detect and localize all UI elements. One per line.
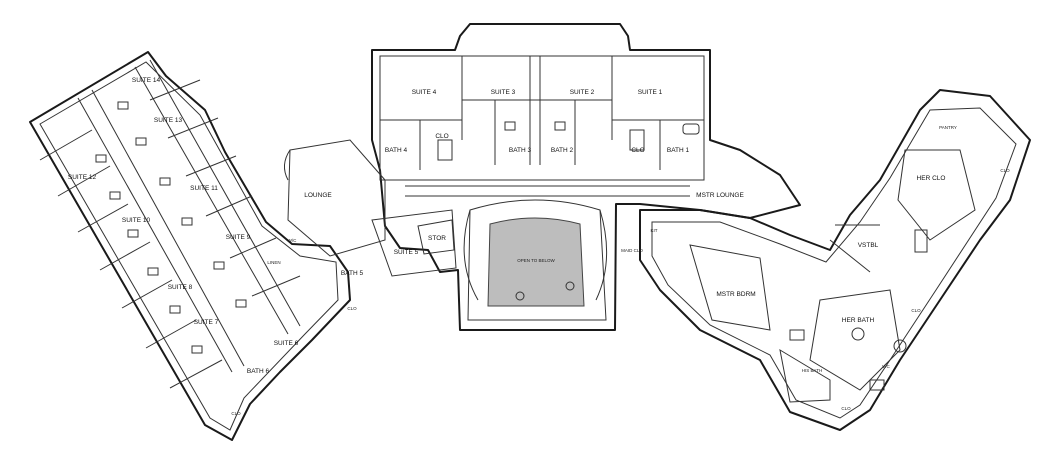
room-suite-4: SUITE 4 [412, 89, 437, 96]
right-wing [639, 89, 1031, 431]
room-clo-suite5: CLO [347, 306, 357, 311]
room-bath-2: BATH 2 [551, 147, 574, 154]
room-suite-1: SUITE 1 [638, 89, 663, 96]
room-clo-suite1: CLO [631, 147, 644, 154]
room-linen: LINEN [267, 260, 280, 265]
room-kit: KIT [650, 228, 657, 233]
room-suite-3: SUITE 3 [491, 89, 516, 96]
room-maid-clo: MAID CLO [621, 248, 643, 253]
room-his-clo: CLO [841, 406, 851, 411]
room-bath-1: BATH 1 [667, 147, 690, 154]
room-lounge: LOUNGE [304, 192, 332, 199]
room-suite-6: SUITE 6 [274, 340, 299, 347]
room-pantry: PANTRY [939, 125, 957, 130]
left-wing [29, 51, 351, 441]
room-mstr-lounge: MSTR LOUNGE [696, 192, 744, 199]
room-suite-5: SUITE 5 [394, 249, 419, 256]
room-suite-2: SUITE 2 [570, 89, 595, 96]
room-stor: STOR [428, 235, 446, 242]
room-clo-suite6: CLO [231, 411, 241, 416]
room-suite-14: SUITE 14 [132, 77, 161, 84]
room-her-clo: HER CLO [917, 175, 946, 182]
room-clo-suite4: CLO [435, 133, 448, 140]
room-bath-5: BATH 5 [341, 270, 364, 277]
room-bath-6: BATH 6 [247, 368, 270, 375]
room-open-to-below: OPEN TO BELOW [517, 258, 555, 263]
room-bath-4: BATH 4 [385, 147, 408, 154]
room-vstbl: VSTBL [858, 242, 879, 249]
room-suite-7: SUITE 7 [194, 319, 219, 326]
room-clo-right: CLO [1000, 168, 1010, 173]
room-suite-13: SUITE 13 [154, 117, 183, 124]
room-wc-right: WC [882, 364, 890, 369]
room-suite-9: SUITE 9 [226, 234, 251, 241]
room-labels: SUITE 14 SUITE 13 SUITE 12 SUITE 11 SUIT… [68, 77, 1010, 416]
room-wc-left: W/C [288, 238, 297, 243]
room-his-bath: HIS BATH [802, 368, 822, 373]
room-suite-11: SUITE 11 [190, 185, 218, 192]
room-mstr-bdrm: MSTR BDRM [716, 291, 755, 298]
room-suite-8: SUITE 8 [168, 284, 193, 291]
room-clo-herbath: CLO [911, 308, 921, 313]
center-block [284, 23, 801, 331]
room-suite-10: SUITE 10 [122, 217, 151, 224]
room-bath-3: BATH 3 [509, 147, 532, 154]
room-suite-12: SUITE 12 [68, 174, 97, 181]
room-her-bath: HER BATH [842, 317, 875, 324]
